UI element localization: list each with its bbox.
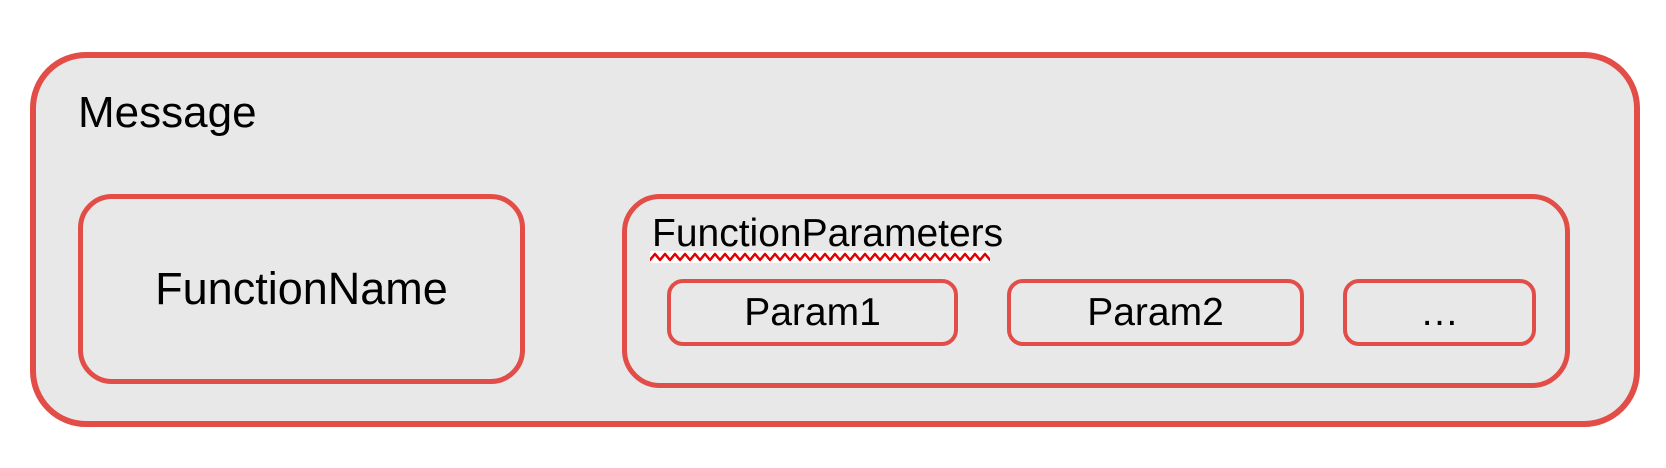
param-label-2: Param2 bbox=[1087, 290, 1224, 334]
spellcheck-squiggle-path bbox=[650, 252, 990, 262]
function-parameters-label: FunctionParameters bbox=[652, 212, 1004, 255]
message-container: Message FunctionName FunctionParameters … bbox=[30, 52, 1640, 427]
param-label-1: Param1 bbox=[744, 290, 881, 334]
param-box-2: Param2 bbox=[1007, 279, 1304, 346]
spellcheck-squiggle bbox=[650, 251, 990, 263]
function-name-box: FunctionName bbox=[78, 194, 525, 384]
function-name-label: FunctionName bbox=[155, 263, 448, 314]
ellipsis-label: … bbox=[1420, 290, 1459, 334]
ellipsis-box: … bbox=[1343, 279, 1536, 346]
message-label: Message bbox=[78, 88, 257, 137]
function-parameters-box: FunctionParameters Param1 Param2 … bbox=[622, 194, 1570, 388]
param-box-1: Param1 bbox=[667, 279, 958, 346]
